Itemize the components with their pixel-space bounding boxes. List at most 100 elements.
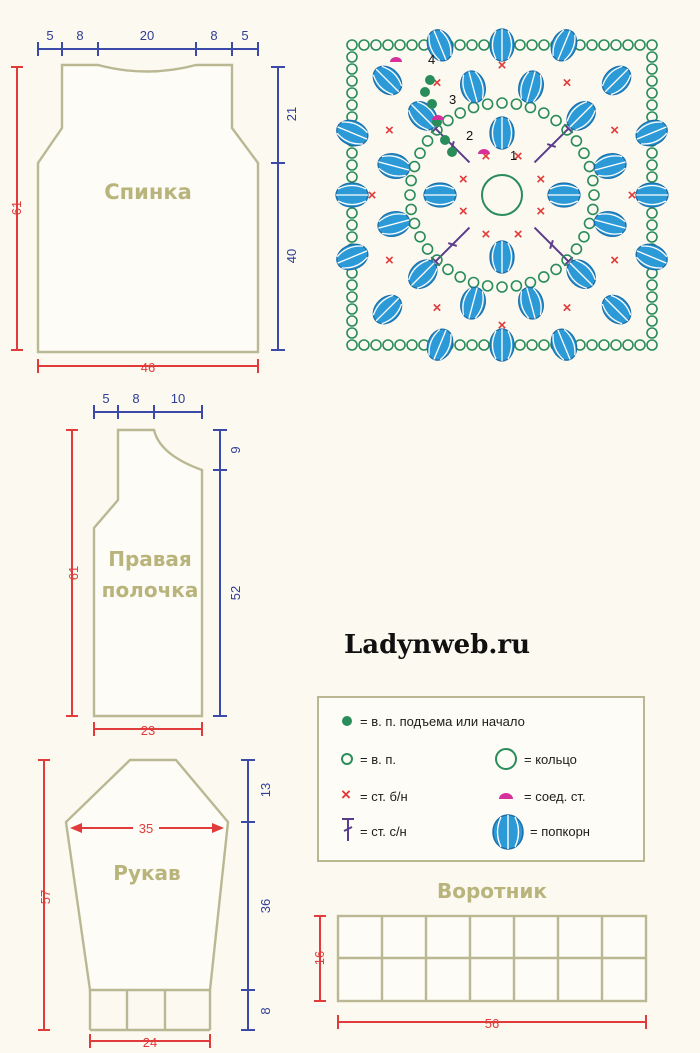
chain-stitch-icon	[646, 39, 658, 51]
round-number-label: 4	[428, 52, 435, 67]
chain-stitch-icon	[346, 327, 358, 339]
chain-stitch-icon	[414, 230, 426, 243]
chain-stitch-icon	[481, 98, 494, 110]
chain-stitch-icon	[346, 147, 358, 159]
chain-stitch-icon	[588, 189, 600, 201]
popcorn-icon	[550, 29, 578, 62]
popcorn-icon	[489, 28, 515, 62]
sleeve-cuff-grid	[88, 990, 212, 1032]
popcorn-icon	[566, 259, 596, 289]
chain-stitch-icon	[510, 98, 523, 110]
sc-stitch-icon: ×	[385, 252, 394, 269]
chain-stitch-icon	[646, 87, 658, 99]
legend-slip: = соед. ст.	[499, 789, 585, 804]
chain-stitch-icon	[537, 271, 550, 283]
chain-stitch-icon	[454, 39, 466, 51]
popcorn-icon	[460, 286, 486, 320]
chain-stitch-icon	[346, 171, 358, 183]
chain-stitch-icon	[646, 147, 658, 159]
legend-ring: = кольцо	[495, 748, 577, 770]
sc-stitch-icon: ×	[482, 226, 491, 243]
collar-piece: Воротник 16 56	[312, 879, 648, 1031]
front-title-line1: Правая	[108, 547, 192, 571]
front-width-dimension: 23	[93, 722, 203, 738]
popcorn-icon	[601, 65, 632, 96]
back-right-dimension: 21 40	[271, 66, 299, 351]
lift-chain-icon	[440, 135, 450, 145]
front-height-label: 61	[66, 566, 81, 580]
popcorn-icon	[566, 101, 596, 131]
chain-stitch-icon	[394, 39, 406, 51]
chain-stitch-icon	[346, 291, 358, 303]
legend-lift-chain-text: = в. п. подъема или начало	[360, 714, 525, 729]
chain-stitch-icon	[550, 114, 562, 127]
chain-stitch-icon	[370, 339, 382, 351]
sleeve-top-label: 13	[258, 783, 273, 797]
sc-stitch-icon: ×	[563, 300, 572, 317]
chain-stitch-icon	[583, 217, 596, 230]
sc-stitch-icon: ×	[498, 317, 507, 334]
back-top-dimension: 5 8 20 8 5	[37, 28, 259, 56]
lift-chain-icon	[427, 99, 437, 109]
ring-icon	[495, 748, 517, 770]
chain-stitch-icon	[578, 147, 590, 160]
legend-ring-text: = кольцо	[524, 752, 577, 767]
sc-stitch-icon: ×	[563, 74, 572, 91]
sc-stitch-icon: ×	[459, 171, 468, 188]
chain-stitch-icon	[346, 303, 358, 315]
back-top-dim-1: 5	[46, 28, 53, 43]
front-top-dim-2: 8	[132, 391, 139, 406]
chain-stitch-icon	[646, 51, 658, 63]
chain-stitch-icon	[578, 230, 590, 243]
front-width-label: 23	[141, 723, 155, 738]
popcorn-icon	[635, 243, 668, 271]
sc-stitch-icon: ×	[433, 300, 442, 317]
front-top-dimension: 5 8 10	[93, 391, 203, 419]
chain-stitch-icon	[538, 39, 550, 51]
back-height-label: 61	[9, 201, 24, 215]
chain-stitch-icon	[454, 339, 466, 351]
sc-stitch-icon: ×	[610, 252, 619, 269]
chain-stitch-icon	[561, 254, 573, 266]
back-height-dimension: 61	[9, 66, 24, 351]
collar-height-label: 16	[312, 951, 327, 965]
chain-stitch-icon	[538, 339, 550, 351]
chain-stitch-icon	[622, 339, 634, 351]
popcorn-icon	[460, 70, 486, 104]
popcorn-icon	[372, 65, 403, 96]
chain-stitch-icon	[646, 207, 658, 219]
popcorn-icon	[426, 328, 454, 361]
chain-stitch-icon	[405, 203, 417, 216]
chain-stitch-icon	[570, 135, 583, 147]
chain-stitch-icon	[598, 339, 610, 351]
chain-stitch-icon	[478, 39, 490, 51]
chain-stitch-icon	[583, 160, 596, 173]
site-watermark: Ladynweb.ru	[344, 630, 530, 660]
chain-stitch-icon	[346, 207, 358, 219]
back-lower-label: 40	[284, 249, 299, 263]
popcorn-icon	[423, 182, 457, 208]
lift-chain-icon	[420, 87, 430, 97]
chain-stitch-icon	[646, 339, 658, 351]
chain-stitch-icon	[561, 124, 573, 136]
sc-stitch-icon: ×	[610, 122, 619, 139]
back-top-dim-3: 20	[140, 28, 154, 43]
chain-stitch-icon	[646, 63, 658, 75]
sleeve-title: Рукав	[113, 861, 180, 885]
round-number-label: 3	[449, 92, 456, 107]
front-top-dim-3: 10	[171, 391, 185, 406]
chain-stitch-icon	[346, 63, 358, 75]
chain-stitch-icon	[514, 339, 526, 351]
slip-stitch-icon	[478, 149, 490, 154]
sc-stitch-icon: ×	[482, 148, 491, 165]
back-width-dimension: 46	[37, 359, 259, 375]
back-width-label: 46	[141, 360, 155, 375]
chain-stitch-icon	[646, 315, 658, 327]
collar-grid	[336, 914, 648, 1003]
lift-chain-icon	[447, 147, 457, 157]
chain-stitch-icon	[382, 339, 394, 351]
dc-stitch-icon	[533, 226, 574, 267]
front-outline	[92, 428, 204, 718]
